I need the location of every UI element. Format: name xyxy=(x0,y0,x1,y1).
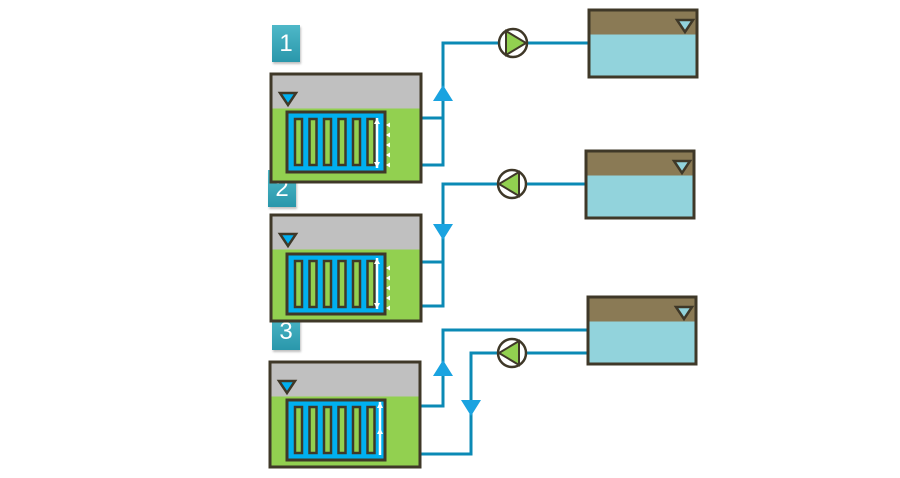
membrane-sheet xyxy=(351,405,362,455)
tank-1-headspace xyxy=(590,11,696,35)
membrane-sheet xyxy=(308,117,318,167)
flow-arrow-icon xyxy=(386,275,390,281)
flow-arrow-icon-head xyxy=(374,118,380,124)
pump-direction-icon xyxy=(505,29,528,57)
pump-direction-icon xyxy=(497,339,520,367)
pump-direction-icon xyxy=(497,170,520,198)
water-level-icon xyxy=(674,18,696,35)
flow-arrow-icon-head xyxy=(377,428,383,434)
membrane-sheet xyxy=(293,117,304,167)
membrane-sheet xyxy=(308,405,318,455)
flow-arrow-icon xyxy=(386,132,390,138)
membrane-sheet xyxy=(293,405,304,455)
flow-arrow-icon xyxy=(386,285,390,291)
membrane-sheet xyxy=(337,405,347,455)
membrane-sheet xyxy=(366,405,376,455)
step-badge-1: 1 xyxy=(272,25,300,62)
water-level-icon xyxy=(277,91,299,108)
flow-arrow-icon-head xyxy=(374,303,380,309)
flow-arrow-icon xyxy=(386,162,390,168)
flow-up-arrow-icon xyxy=(433,360,453,376)
water-level-icon xyxy=(673,305,695,322)
membrane-sheet xyxy=(337,117,347,167)
flow-arrow-icon xyxy=(386,122,390,128)
membrane-sheet xyxy=(293,259,304,309)
membrane-sheet xyxy=(308,259,318,309)
membrane-sheet xyxy=(366,259,376,309)
flow-arrow-icon xyxy=(386,305,390,311)
membrane-sheet xyxy=(351,117,362,167)
tank-3-headspace xyxy=(589,298,695,322)
flow-arrow-icon xyxy=(386,295,390,301)
membrane-sheet xyxy=(322,259,333,309)
step-badge-3: 3 xyxy=(272,313,300,350)
flow-down-arrow-icon xyxy=(461,400,481,416)
flow-up-arrow-icon xyxy=(433,85,453,101)
flow-arrow-icon xyxy=(386,152,390,158)
flow-arrow-icon xyxy=(386,265,390,271)
flow-down-arrow-icon xyxy=(433,224,453,240)
flow-arrow-icon xyxy=(386,142,390,148)
flow-arrow-icon-head xyxy=(377,402,383,408)
flow-arrow-icon-head xyxy=(374,258,380,264)
flow-arrow-icon-head xyxy=(374,162,380,168)
water-level-icon xyxy=(277,232,299,249)
membrane-sheet xyxy=(322,405,333,455)
membrane-sheet xyxy=(322,117,333,167)
tank-2-headspace xyxy=(587,152,693,176)
water-level-icon xyxy=(276,379,298,396)
membrane-sheet xyxy=(351,259,362,309)
water-level-icon xyxy=(671,159,693,176)
membrane-sheet xyxy=(366,117,376,167)
membrane-sheet xyxy=(337,259,347,309)
